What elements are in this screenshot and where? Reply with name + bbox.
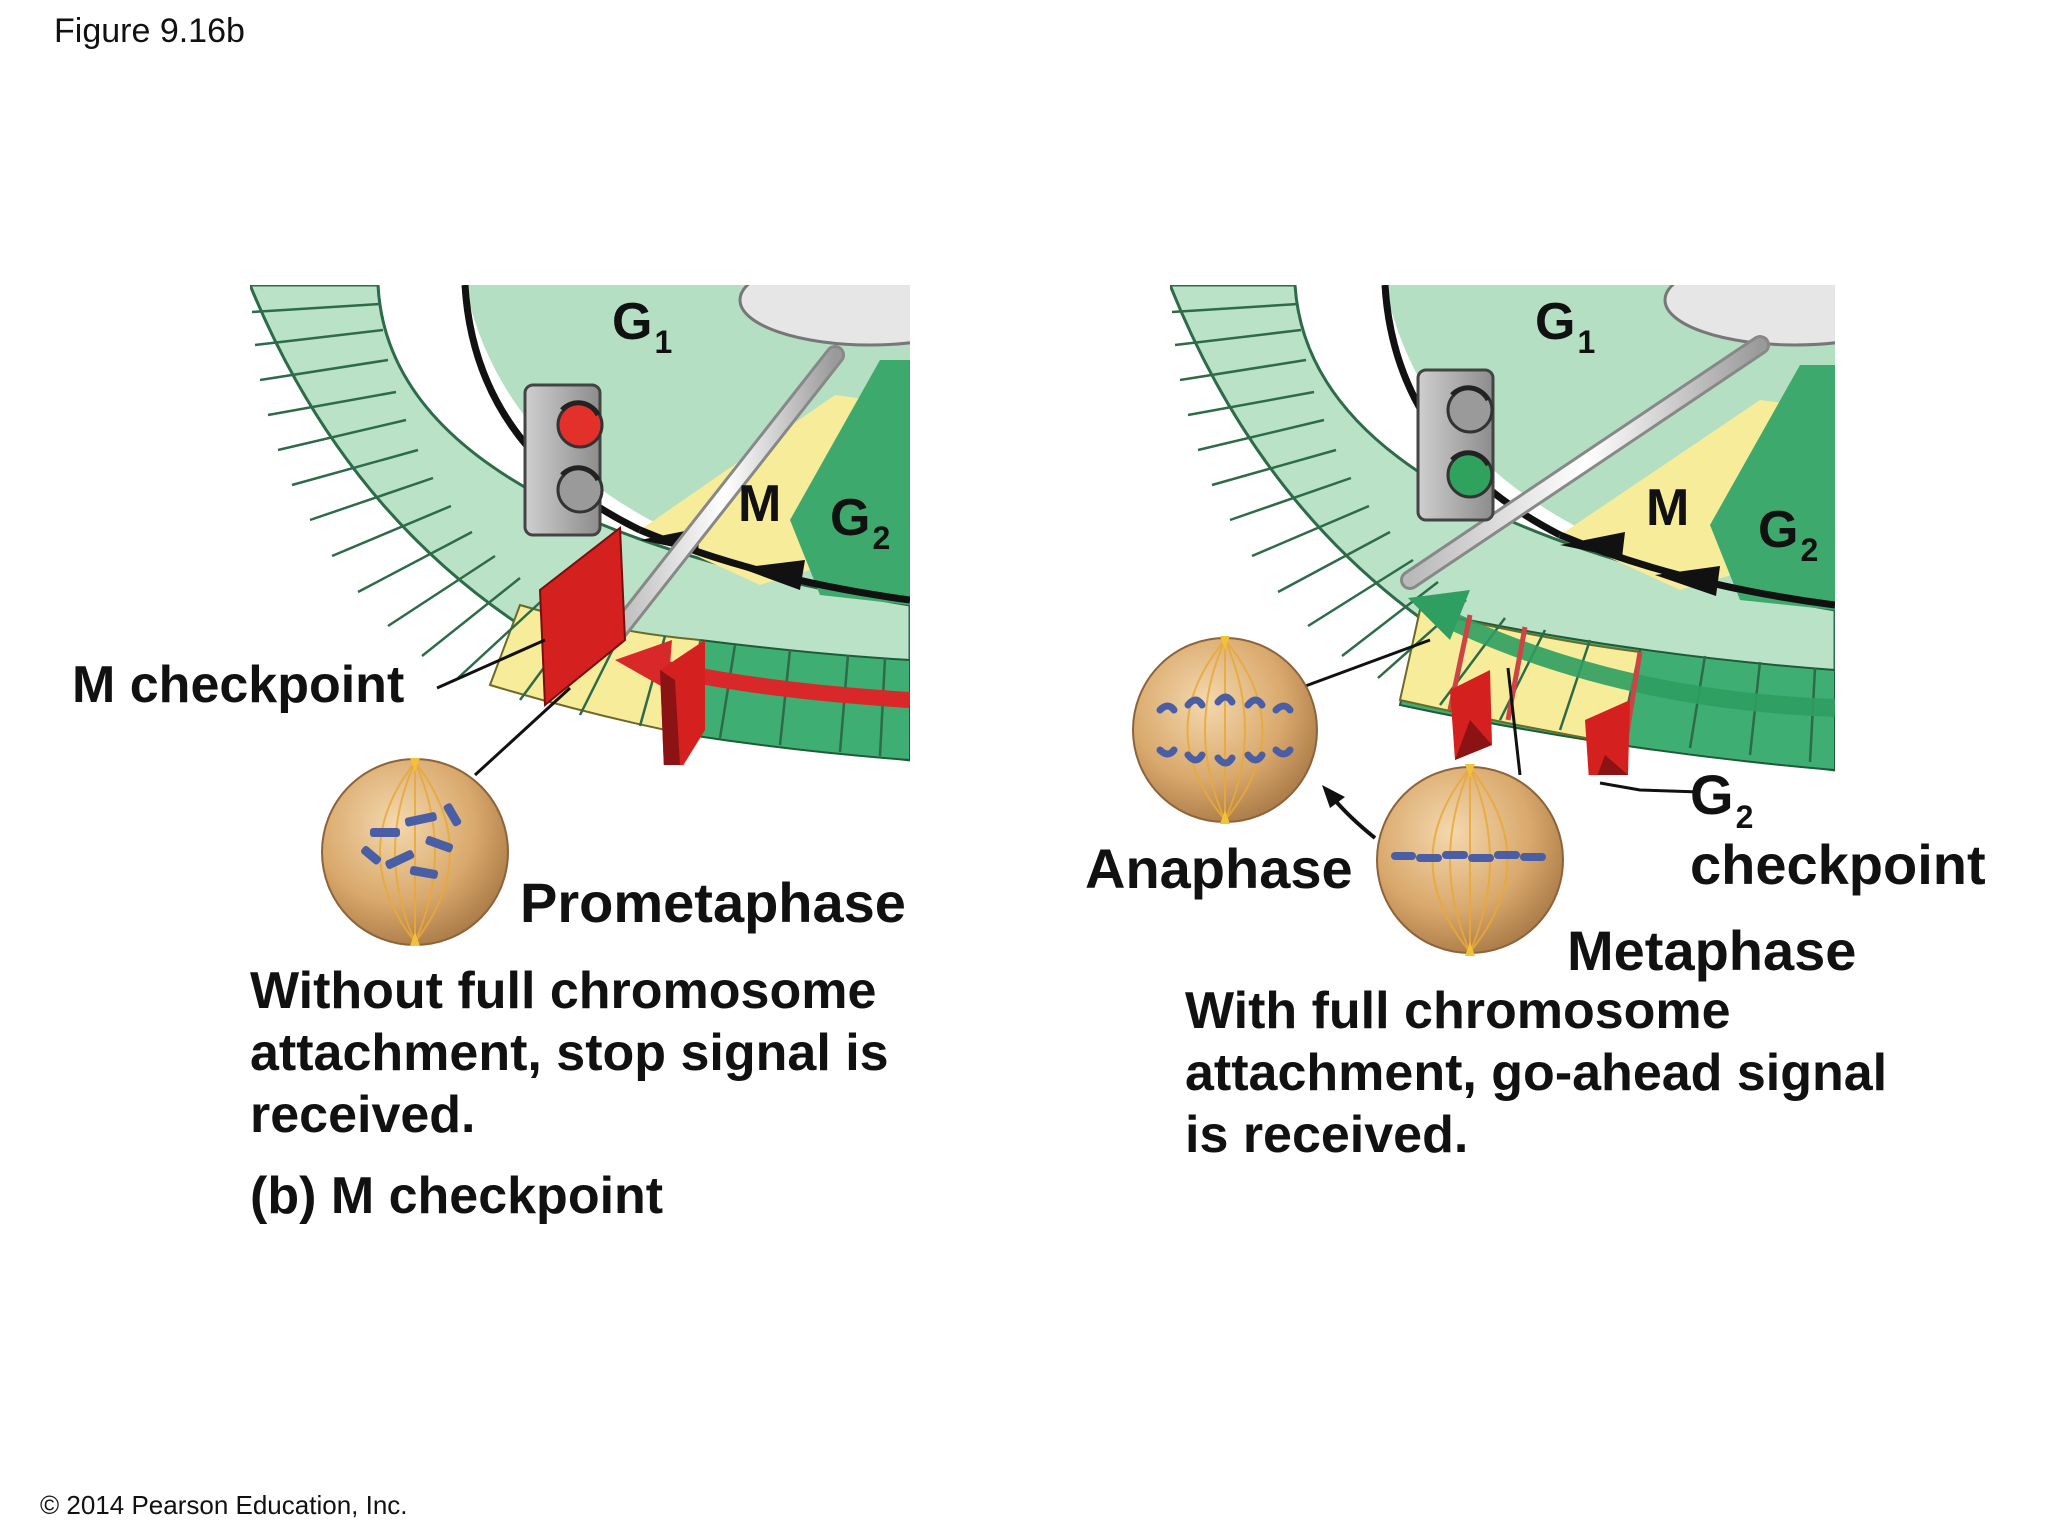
left-g2-label: G2 bbox=[830, 489, 891, 556]
left-caption-line-2: attachment, stop signal is bbox=[250, 1024, 889, 1082]
right-cycle-wheel bbox=[1170, 285, 1835, 775]
g2-checkpoint-label-top: G2 bbox=[1690, 763, 1754, 835]
section-label: (b) M checkpoint bbox=[250, 1167, 664, 1225]
left-g1-label: G1 bbox=[612, 293, 673, 360]
copyright: © 2014 Pearson Education, Inc. bbox=[40, 1490, 408, 1520]
anaphase-label: Anaphase bbox=[1085, 837, 1353, 900]
right-caption-line-2: attachment, go-ahead signal bbox=[1185, 1044, 1888, 1102]
prometaphase-cell bbox=[321, 758, 509, 946]
left-caption-line-1: Without full chromosome bbox=[250, 962, 877, 1020]
left-caption-line-3: received. bbox=[250, 1086, 476, 1144]
prometaphase-label: Prometaphase bbox=[520, 871, 906, 934]
metaphase-to-anaphase-arrow bbox=[1322, 785, 1377, 840]
right-m-label: M bbox=[1646, 479, 1690, 537]
figure-label: Figure 9.16b bbox=[54, 12, 245, 50]
prometaphase-leader-line bbox=[473, 686, 572, 777]
metaphase-leader-line bbox=[1506, 667, 1522, 776]
checkpoint-leader-line bbox=[436, 638, 546, 690]
g2-checkpoint-label-word: checkpoint bbox=[1690, 833, 1986, 896]
m-checkpoint-label: M checkpoint bbox=[72, 656, 405, 714]
right-caption-line-3: is received. bbox=[1185, 1106, 1469, 1164]
g2-checkpoint-leader-line bbox=[1599, 781, 1701, 794]
left-caption: Without full chromosome attachment, stop… bbox=[250, 960, 889, 1146]
anaphase-leader-line bbox=[1299, 638, 1431, 690]
anaphase-cell bbox=[1132, 636, 1318, 824]
metaphase-label: Metaphase bbox=[1567, 919, 1857, 982]
right-caption-line-1: With full chromosome bbox=[1185, 982, 1731, 1040]
left-m-label: M bbox=[738, 475, 782, 533]
right-g2-label: G2 bbox=[1758, 501, 1819, 568]
right-g1-label: G1 bbox=[1535, 293, 1596, 360]
metaphase-cell bbox=[1376, 764, 1564, 956]
right-caption: With full chromosome attachment, go-ahea… bbox=[1185, 980, 1887, 1166]
left-cycle-wheel bbox=[250, 285, 910, 765]
